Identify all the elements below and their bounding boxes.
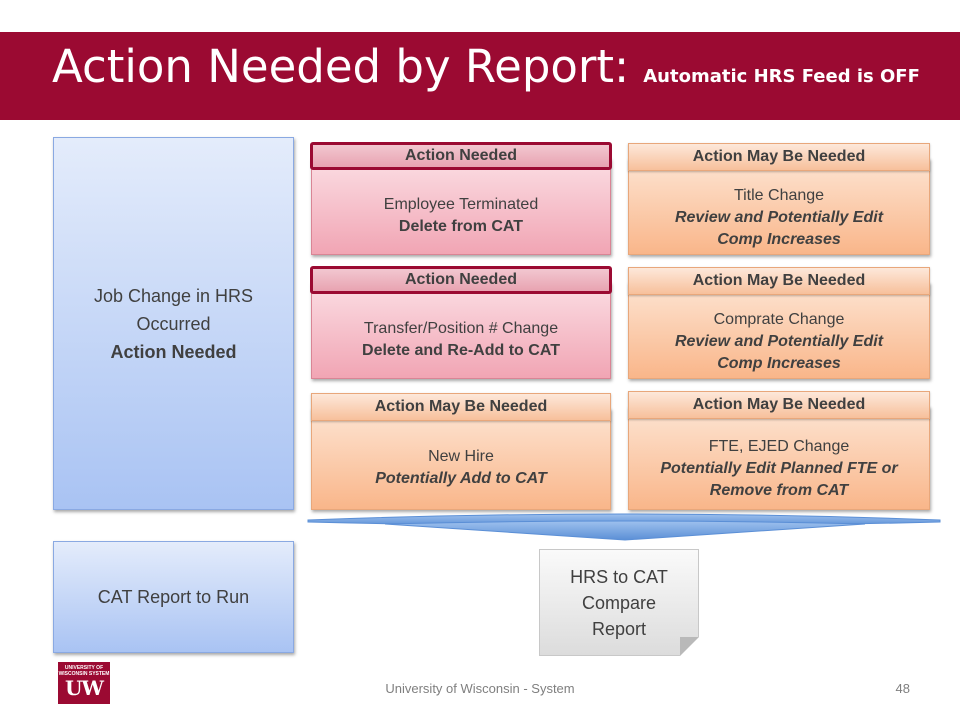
card-fte-ejed-change: FTE, EJED Change Potentially Edit Planne… (628, 406, 930, 510)
card-line: Review and Potentially Edit (674, 208, 884, 226)
cat-report-box: CAT Report to Run (53, 541, 294, 653)
page-title: Action Needed by Report: Automatic HRS F… (52, 40, 920, 104)
logo-text-mid: WISCONSIN SYSTEM (58, 671, 110, 677)
card-title-change: Title Change Review and Potentially Edit… (628, 158, 930, 255)
doc-line: Report (591, 618, 647, 639)
bracket-arrow (307, 513, 941, 541)
card-line: Transfer/Position # Change (363, 319, 559, 337)
card-new-hire: New Hire Potentially Add to CAT (311, 408, 611, 510)
card-line: Employee Terminated (383, 195, 539, 213)
card-line: Comprate Change (713, 310, 845, 328)
card-line: Title Change (733, 186, 825, 204)
card-tab-action-may-be-needed: Action May Be Needed (311, 393, 611, 421)
cat-report-label: CAT Report to Run (97, 587, 250, 607)
doc-line: Compare (581, 592, 657, 613)
card-line: FTE, EJED Change (708, 438, 850, 455)
title-bar (0, 32, 960, 120)
card-comprate-change: Comprate Change Review and Potentially E… (628, 282, 930, 379)
card-line: Comp Increases (717, 354, 841, 372)
card-line: New Hire (428, 448, 494, 465)
logo-text-uw: UW (65, 676, 104, 700)
card-employee-terminated: Employee Terminated Delete from CAT (311, 158, 611, 255)
title-subtitle: Automatic HRS Feed is OFF (643, 66, 920, 87)
card-line: Potentially Add to CAT (375, 470, 547, 487)
card-line: Remove from CAT (709, 482, 849, 499)
card-line: Comp Increases (717, 230, 841, 248)
job-change-line-1: Job Change in HRS (93, 285, 254, 306)
logo-text-top: UNIVERSITY OF (64, 665, 104, 671)
title-main: Action Needed by Report: (52, 40, 630, 93)
doc-line: HRS to CAT (570, 566, 668, 587)
card-transfer-position: Transfer/Position # Change Delete and Re… (311, 282, 611, 379)
card-tab-action-may-be-needed: Action May Be Needed (628, 143, 930, 171)
card-tab-action-needed: Action Needed (310, 266, 612, 294)
card-line: Review and Potentially Edit (674, 332, 884, 350)
job-change-line-2: Occurred (136, 313, 211, 334)
uw-logo: UNIVERSITY OF WISCONSIN SYSTEM UW (58, 662, 110, 704)
card-line: Delete from CAT (398, 217, 524, 235)
card-tab-action-may-be-needed: Action May Be Needed (628, 267, 930, 295)
compare-report-document: HRS to CAT Compare Report (539, 549, 699, 656)
job-change-line-3: Action Needed (110, 341, 237, 362)
card-line: Delete and Re-Add to CAT (362, 341, 560, 359)
card-line: Potentially Edit Planned FTE or (660, 460, 898, 477)
card-tab-action-needed: Action Needed (310, 142, 612, 170)
card-tab-action-may-be-needed: Action May Be Needed (628, 391, 930, 419)
document-fold (680, 637, 699, 656)
job-change-box: Job Change in HRS Occurred Action Needed (53, 137, 294, 510)
page-number: 48 (895, 681, 910, 696)
footer-org: University of Wisconsin - System (385, 681, 575, 696)
